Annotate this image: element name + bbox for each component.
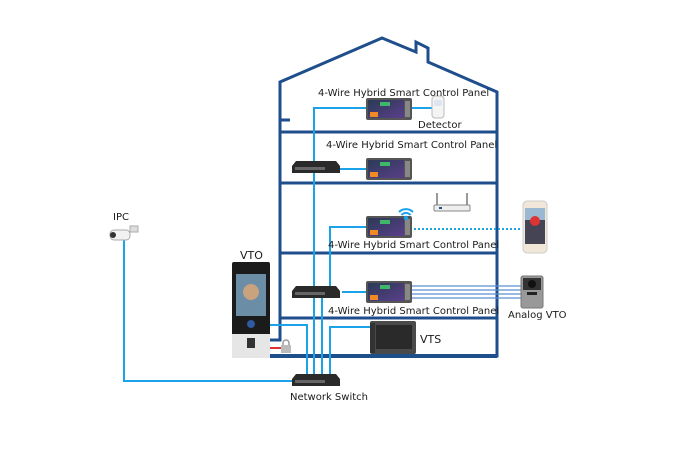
label-vto: VTO (240, 249, 263, 262)
lock-icon (281, 339, 291, 353)
vto-device[interactable] (232, 262, 270, 358)
analog-wires (410, 285, 522, 299)
control-panel-floor1[interactable] (366, 281, 412, 303)
label-analog-vto: Analog VTO (508, 310, 567, 321)
ipc-camera-icon[interactable] (109, 225, 139, 241)
control-panel-floor4[interactable] (366, 98, 412, 120)
detector-icon[interactable] (431, 95, 445, 119)
vts-device[interactable] (370, 321, 416, 354)
label-panel-floor2: 4-Wire Hybrid Smart Control Panel (328, 240, 499, 251)
control-panel-floor3[interactable] (366, 158, 412, 180)
label-panel-floor3: 4-Wire Hybrid Smart Control Panel (326, 140, 497, 151)
network-switch-floor3[interactable] (292, 161, 340, 173)
label-panel-floor4: 4-Wire Hybrid Smart Control Panel (318, 88, 489, 99)
label-network-switch: Network Switch (290, 392, 368, 403)
control-panel-floor2[interactable] (366, 216, 412, 238)
label-vts: VTS (420, 333, 441, 346)
label-detector: Detector (418, 120, 462, 131)
wifi-icon (398, 208, 414, 221)
network-switch-floor1[interactable] (292, 286, 340, 298)
label-ipc: IPC (113, 212, 129, 223)
smartphone-icon[interactable] (522, 200, 548, 254)
label-panel-floor1: 4-Wire Hybrid Smart Control Panel (328, 306, 499, 317)
network-switch-main[interactable] (292, 374, 340, 386)
router-icon (433, 193, 471, 212)
analog-vto-device[interactable] (520, 275, 544, 309)
